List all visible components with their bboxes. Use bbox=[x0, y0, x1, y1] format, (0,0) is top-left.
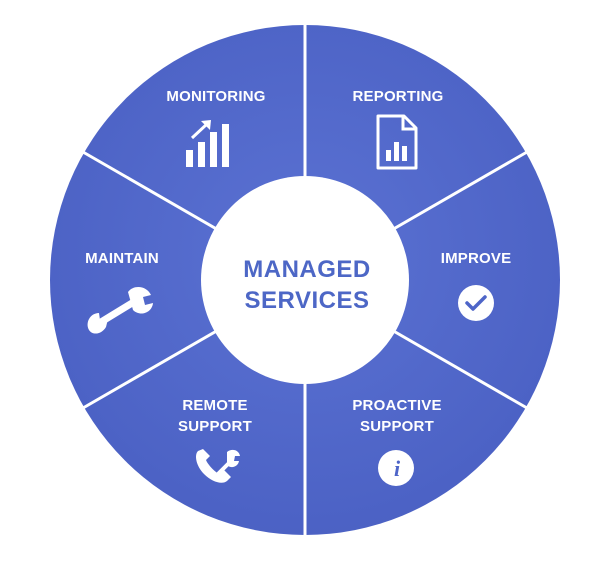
segment-proactive-support: PROACTIVE SUPPORT i bbox=[352, 397, 441, 486]
check-circle-icon bbox=[458, 285, 494, 321]
bar-chart-growth-icon bbox=[186, 120, 229, 167]
segment-reporting: REPORTING bbox=[353, 88, 444, 170]
wrench-icon bbox=[87, 286, 153, 334]
segment-dividers bbox=[82, 24, 528, 536]
segment-label-proactive-support: SUPPORT bbox=[360, 418, 434, 435]
segment-label-remote: REMOTE bbox=[182, 397, 247, 414]
segment-improve: IMPROVE bbox=[441, 250, 512, 321]
segment-monitoring: MONITORING bbox=[166, 88, 265, 167]
center-title-line2: SERVICES bbox=[245, 287, 370, 314]
center-hub bbox=[201, 176, 409, 384]
segment-label-reporting: REPORTING bbox=[353, 88, 444, 105]
segment-label-maintain: MAINTAIN bbox=[85, 250, 159, 267]
segment-label-remote-support: SUPPORT bbox=[178, 418, 252, 435]
svg-text:i: i bbox=[394, 456, 401, 481]
center-title-line1: MANAGED bbox=[243, 256, 371, 283]
info-circle-icon: i bbox=[378, 450, 414, 486]
segment-remote-support: REMOTE SUPPORT bbox=[178, 397, 252, 483]
segment-maintain: MAINTAIN bbox=[85, 250, 159, 334]
segment-label-improve: IMPROVE bbox=[441, 250, 512, 267]
segment-label-proactive: PROACTIVE bbox=[352, 397, 441, 414]
phone-wrench-icon bbox=[196, 449, 240, 483]
report-document-icon bbox=[376, 114, 418, 170]
segment-label-monitoring: MONITORING bbox=[166, 88, 265, 105]
